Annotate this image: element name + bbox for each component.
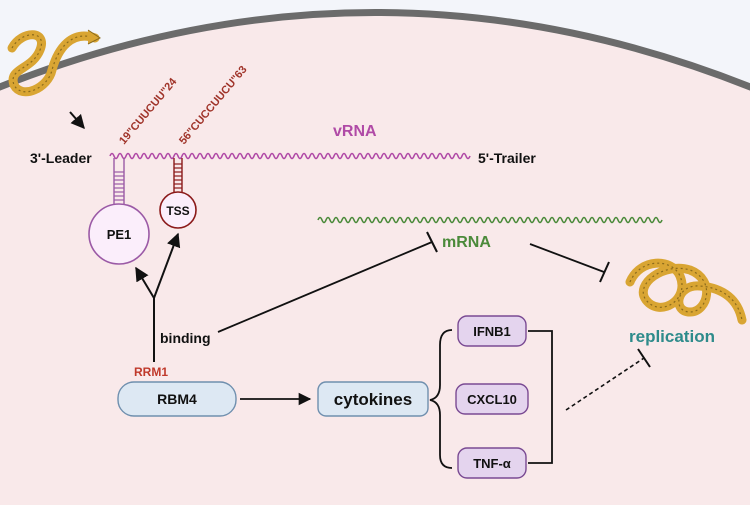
cell-membrane — [0, 9, 750, 91]
entry-arrow — [69, 111, 85, 130]
trailer-label: 5'-Trailer — [478, 150, 536, 166]
binding-label: binding — [160, 330, 211, 346]
cxcl10-label: CXCL10 — [467, 392, 517, 407]
tss-label: TSS — [166, 204, 189, 218]
tss-stem-loop: TSS — [159, 158, 197, 229]
mrna-strand — [317, 216, 663, 224]
replication-label: replication — [629, 327, 715, 346]
cytokine-tnfa: TNF-α — [457, 447, 527, 479]
cytokine-ifnb1: IFNB1 — [457, 315, 527, 347]
rbm4-label: RBM4 — [157, 391, 197, 407]
cytokines-box: cytokines — [317, 381, 429, 417]
arrow-to-tss — [153, 232, 181, 299]
tnfa-label: TNF-α — [473, 456, 511, 471]
cytokines-label: cytokines — [334, 390, 412, 409]
cytokine-group-bracket — [528, 330, 553, 464]
cytokine-inhibition-dashed-line — [565, 348, 651, 411]
cytokine-brace — [429, 329, 453, 469]
vrna-label: vRNA — [333, 123, 377, 140]
rrm1-label: RRM1 — [134, 365, 168, 379]
virus-icon-replicating — [625, 258, 747, 325]
virus-icon — [7, 29, 101, 97]
pe1-label: PE1 — [107, 227, 132, 242]
ifnb1-label: IFNB1 — [473, 324, 511, 339]
binding-inhibition-line — [217, 231, 438, 333]
vrna-strand — [109, 152, 471, 160]
rbm4-box: RBM4 — [117, 381, 237, 417]
mrna-inhibits-replication-line — [529, 243, 610, 283]
arrow-to-pe1 — [135, 266, 155, 299]
leader-label: 3'-Leader — [30, 150, 92, 166]
mrna-label: mRNA — [442, 234, 491, 251]
pe1-stem-loop: PE1 — [88, 158, 150, 265]
cytokine-cxcl10: CXCL10 — [455, 383, 529, 415]
